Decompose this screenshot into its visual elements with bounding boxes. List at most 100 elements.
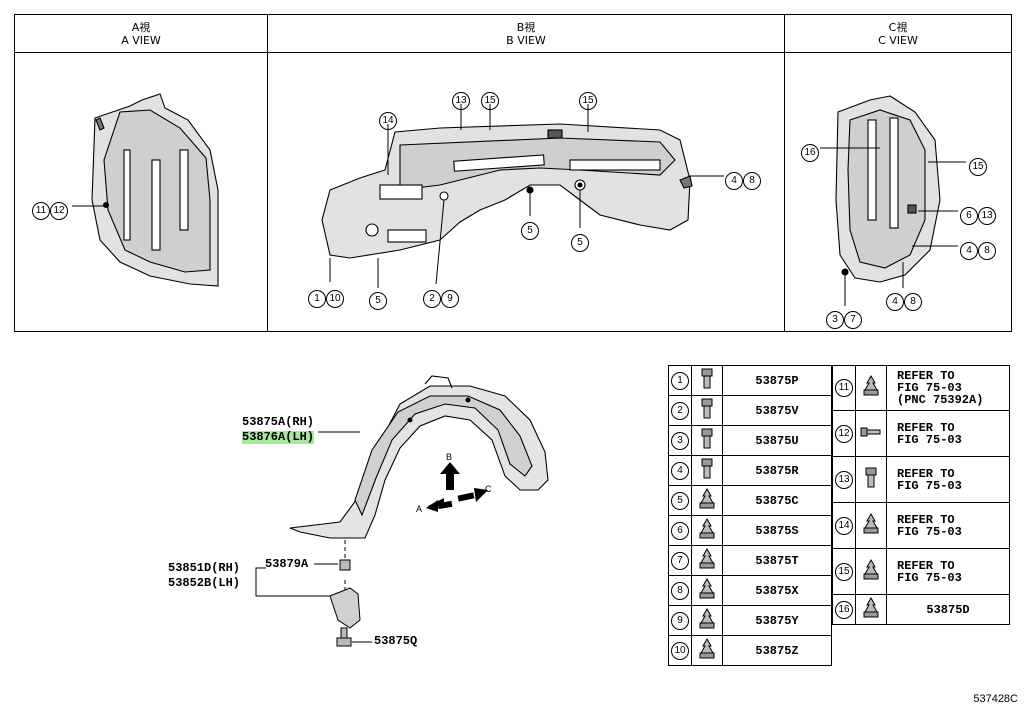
clip-icon (691, 485, 723, 516)
label-bracket-rh: 53851D(RH) (168, 561, 241, 575)
legend-num-cell: 14 (832, 502, 856, 549)
b-view-kanji: B視 (516, 21, 536, 34)
legend-row: 1 53875P (668, 365, 832, 396)
c-view-header: C視 C VIEW (784, 21, 1012, 47)
bolt-53875q (336, 627, 352, 647)
clip-icon (691, 575, 723, 606)
label-liner-lh: 53876A(LH) (242, 430, 315, 444)
footer-code: 537428C (973, 693, 1018, 705)
arrow-label-a: A (416, 504, 423, 514)
legend-num: 2 (671, 401, 689, 420)
clip-icon (855, 502, 887, 549)
legend-num-cell: 5 (668, 485, 692, 516)
legend-num: 10 (671, 641, 689, 660)
legend-part-number: 53875P (722, 365, 832, 396)
legend-num-cell: 11 (832, 365, 856, 411)
b-view-label: B VIEW (506, 34, 546, 47)
legend-num-cell: 4 (668, 455, 692, 486)
legend-part-number: 53875U (722, 425, 832, 456)
legend-num: 11 (835, 379, 853, 397)
legend-num: 16 (835, 600, 853, 619)
legend-num: 4 (671, 461, 689, 480)
legend-refer-line: FIG 75-03 (897, 524, 962, 539)
legend-refer-line: REFER TO (897, 512, 955, 527)
bolt-icon (691, 395, 723, 426)
c-view-liner (835, 95, 941, 283)
label-bolt: 53875Q (374, 634, 418, 648)
clip-icon (855, 548, 887, 595)
legend-num-cell: 16 (832, 594, 856, 625)
a-view-header: A視 A VIEW (14, 21, 268, 47)
legend-row: 7 53875T (668, 545, 832, 576)
legend-num: 6 (671, 521, 689, 540)
callout-b-5c: 5 (369, 288, 387, 310)
c-view-label: C VIEW (878, 34, 918, 47)
legend-num-cell: 13 (832, 456, 856, 503)
legend-part-number: 53875V (722, 395, 832, 426)
label-bracket-lh: 53852B(LH) (168, 576, 241, 590)
legend-refer-line: REFER TO (897, 466, 955, 481)
legend-part-number: 53875Y (722, 605, 832, 636)
clip-icon (691, 515, 723, 546)
screw-icon (855, 410, 887, 457)
legend-refer-line: FIG 75-03 (897, 570, 962, 585)
legend-part-number: 53875T (722, 545, 832, 576)
legend-num-cell: 15 (832, 548, 856, 595)
legend-row: 9 53875Y (668, 605, 832, 636)
legend-num-cell: 8 (668, 575, 692, 606)
arrow-label-b: B (446, 452, 453, 462)
main-fender-liner (289, 375, 549, 539)
callout-b-13: 13 (452, 88, 470, 110)
legend-num: 12 (835, 424, 853, 443)
clip-icon (691, 545, 723, 576)
legend-num: 15 (835, 562, 853, 581)
label-liner-rh: 53875A(RH) (242, 415, 315, 429)
legend-num: 14 (835, 516, 853, 535)
legend-num-cell: 10 (668, 635, 692, 666)
legend-refer-line: FIG 75-03 (897, 478, 962, 493)
legend-num-cell: 9 (668, 605, 692, 636)
legend-row: 2 53875V (668, 395, 832, 426)
legend-num-cell: 3 (668, 425, 692, 456)
bolt-icon (691, 365, 723, 396)
c-view-panel (784, 14, 1012, 332)
legend-num-cell: 2 (668, 395, 692, 426)
bolt-icon (691, 425, 723, 456)
legend-num: 5 (671, 491, 689, 510)
legend-row: 8 53875X (668, 575, 832, 606)
legend-num: 7 (671, 551, 689, 570)
legend-refer-line: (PNC 75392A) (897, 393, 984, 407)
legend-refer-line: REFER TO (897, 369, 955, 383)
legend-num-cell: 6 (668, 515, 692, 546)
b-view-header: B視 B VIEW (267, 21, 785, 47)
legend-num-cell: 7 (668, 545, 692, 576)
label-nut: 53879A (265, 557, 309, 571)
c-view-kanji: C視 (888, 21, 908, 34)
callout-b-14: 14 (379, 108, 397, 130)
legend-num: 8 (671, 581, 689, 600)
arrow-label-c: C (485, 484, 492, 494)
legend-num: 9 (671, 611, 689, 630)
legend-num: 1 (671, 371, 689, 390)
legend-part-number: 53875X (722, 575, 832, 606)
direction-arrows (426, 462, 488, 512)
